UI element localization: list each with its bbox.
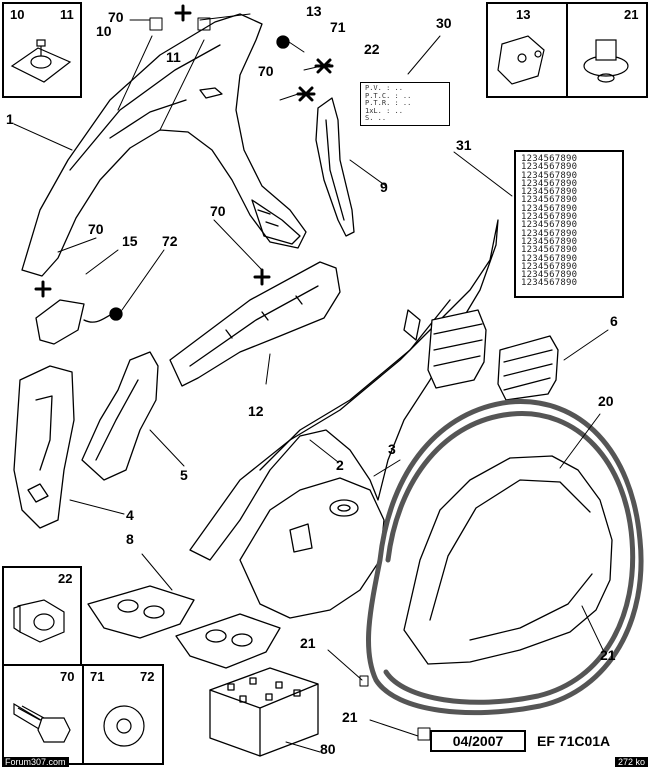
inset-box-13: 13 bbox=[486, 2, 568, 98]
part-fastener-kit bbox=[209, 667, 319, 757]
grid-row: 1234567890 bbox=[521, 187, 578, 198]
grid-row: 1234567890 bbox=[521, 245, 578, 256]
card-row: P.T.C. : .. bbox=[365, 91, 412, 100]
card-row: 1xL. : .. bbox=[365, 106, 403, 115]
grid-row: 1234567890 bbox=[521, 236, 578, 247]
callout-5: 5 bbox=[180, 467, 188, 483]
marker-dot-71 bbox=[276, 35, 290, 49]
part-lock bbox=[35, 299, 113, 345]
callout-70: 70 bbox=[88, 221, 104, 237]
callout-70: 70 bbox=[258, 63, 274, 79]
part-fender bbox=[21, 13, 307, 277]
part-strut-tower bbox=[239, 477, 385, 619]
card-row: S. .. bbox=[365, 114, 387, 123]
grid-row: 1234567890 bbox=[521, 228, 578, 239]
mount-illustration bbox=[10, 39, 72, 83]
grid-row: 1234567890 bbox=[521, 270, 578, 281]
rivet-illustration bbox=[583, 39, 629, 83]
callout-71: 71 bbox=[330, 19, 346, 35]
inset-label-13: 13 bbox=[516, 7, 531, 22]
part-pillar-panel bbox=[81, 351, 159, 481]
callout-22: 22 bbox=[364, 41, 380, 57]
part-bracket bbox=[427, 309, 559, 401]
card-row: P.V. : .. bbox=[365, 84, 403, 92]
inset-label-71: 71 bbox=[90, 669, 105, 684]
grid-row: 1234567890 bbox=[521, 220, 578, 231]
symbol-markers bbox=[34, 4, 334, 298]
marker-square-21 bbox=[417, 727, 431, 741]
reference-code: EF 71C01A bbox=[537, 733, 611, 749]
part-side-member bbox=[13, 365, 75, 529]
part-plates bbox=[87, 585, 281, 669]
footer-size: 272 ko bbox=[614, 757, 648, 767]
callout-1: 1 bbox=[6, 111, 14, 127]
callout-9: 9 bbox=[380, 179, 388, 195]
footer-site: Forum307.com bbox=[2, 757, 69, 767]
grid-row: 1234567890 bbox=[521, 203, 578, 214]
grid-row: 1234567890 bbox=[521, 178, 578, 189]
callout-2: 2 bbox=[336, 457, 344, 473]
inset-label-10: 10 bbox=[10, 7, 25, 22]
part-upper-rail bbox=[169, 261, 341, 387]
inset-label-70: 70 bbox=[60, 669, 75, 684]
callout-80: 80 bbox=[320, 741, 336, 757]
inset-label-21: 21 bbox=[624, 7, 639, 22]
grid-row: 1234567890 bbox=[521, 162, 578, 173]
callout-21: 21 bbox=[342, 709, 358, 725]
grid-row: 1234567890 bbox=[521, 212, 578, 223]
bolt-washer-illustration bbox=[13, 702, 145, 747]
callout-10: 10 bbox=[96, 23, 112, 39]
callout-8: 8 bbox=[126, 531, 134, 547]
inset-label-72: 72 bbox=[140, 669, 155, 684]
callout-13: 13 bbox=[306, 3, 322, 19]
callout-70: 70 bbox=[108, 9, 124, 25]
grid-row: 1234567890 bbox=[521, 253, 578, 264]
grid-row: 1234567890 bbox=[521, 154, 578, 164]
marker-square-11 bbox=[197, 17, 211, 31]
grid-row: 1234567890 bbox=[521, 278, 578, 289]
part-pillar-trim bbox=[315, 97, 355, 237]
grid-row: 1234567890 bbox=[521, 170, 578, 181]
callout-70: 70 bbox=[210, 203, 226, 219]
grid-row: 1234567890 bbox=[521, 195, 578, 206]
callout-3: 3 bbox=[388, 441, 396, 457]
callout-15: 15 bbox=[122, 233, 138, 249]
inset-box-70-71-72: 70 71 72 bbox=[2, 664, 164, 765]
highlight-circle bbox=[366, 399, 644, 716]
card-row: P.T.R. : .. bbox=[365, 99, 412, 108]
callout-12: 12 bbox=[248, 403, 264, 419]
callout-4: 4 bbox=[126, 507, 134, 523]
label-card-30: P.V. : .. P.T.C. : .. P.T.R. : .. 1xL. :… bbox=[360, 82, 450, 126]
inset-box-top-left: 10 11 bbox=[2, 2, 82, 98]
inset-label-11: 11 bbox=[60, 7, 74, 22]
leader-lines bbox=[13, 13, 609, 753]
nut-illustration bbox=[13, 599, 65, 643]
marker-square-10 bbox=[149, 17, 163, 31]
inset-box-22: 22 bbox=[2, 566, 82, 666]
marker-square-21b bbox=[359, 675, 369, 687]
grid-row: 1234567890 bbox=[521, 261, 578, 272]
callout-31: 31 bbox=[456, 137, 472, 153]
callout-72: 72 bbox=[162, 233, 178, 249]
inset-box-21: 21 bbox=[566, 2, 648, 98]
inset-label-22: 22 bbox=[58, 571, 73, 586]
callout-20: 20 bbox=[598, 393, 614, 409]
callout-30: 30 bbox=[436, 15, 452, 31]
callout-21: 21 bbox=[300, 635, 316, 651]
callout-11: 11 bbox=[166, 49, 181, 65]
clip-illustration bbox=[497, 35, 545, 85]
callout-6: 6 bbox=[610, 313, 618, 329]
part-wheelarch-liner bbox=[403, 455, 613, 665]
marker-dot-72 bbox=[109, 307, 123, 321]
callout-21: 21 bbox=[600, 647, 616, 663]
revision-date: 04/2007 bbox=[430, 730, 526, 752]
inset-divider bbox=[82, 666, 84, 765]
